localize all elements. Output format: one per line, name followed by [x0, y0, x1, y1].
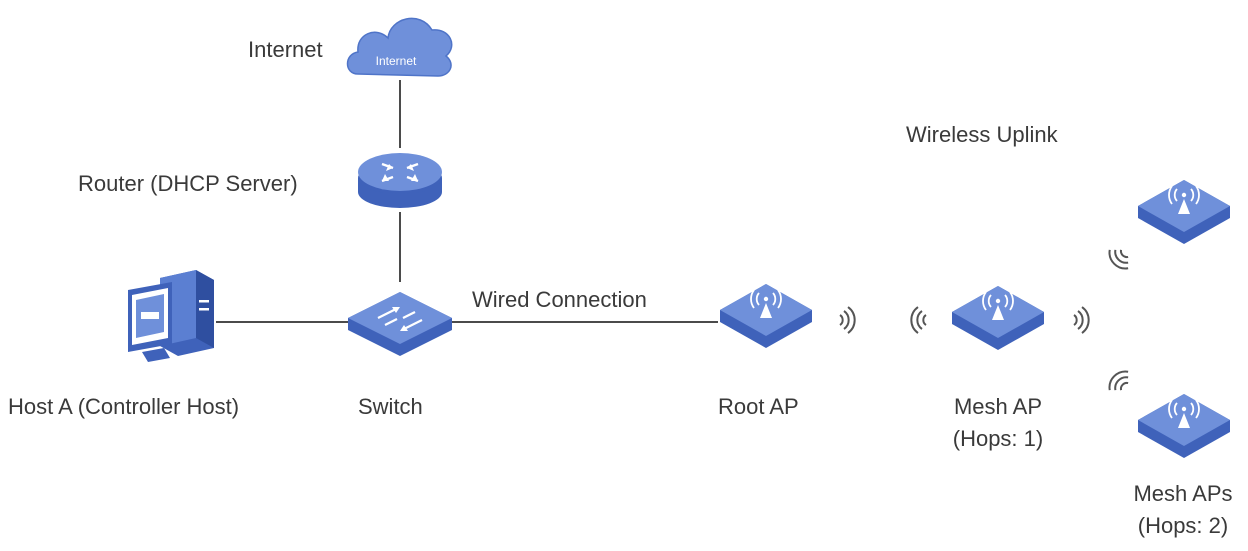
- root-ap-icon: [720, 284, 812, 348]
- mesh-ap-hop2-lower-icon: [1138, 394, 1230, 458]
- desktop-computer-icon: [128, 270, 214, 362]
- signal-lower-hop2-icon: [1108, 370, 1129, 391]
- mesh-aps-label-hops: (Hops: 2): [1137, 512, 1229, 538]
- mesh-ap-label: Mesh AP (Hops: 1): [936, 393, 1060, 452]
- signal-upper-hop2-icon: [1108, 249, 1129, 270]
- router-label: Router (DHCP Server): [78, 171, 298, 196]
- signal-meshap-out-icon: [1073, 306, 1090, 334]
- cloud-icon: Internet: [346, 17, 453, 77]
- mesh-aps-label-name: Mesh APs: [1133, 481, 1233, 506]
- root-ap-label: Root AP: [718, 394, 799, 419]
- wireless-uplink-label: Wireless Uplink: [906, 122, 1058, 147]
- signal-meshap-in-icon: [910, 306, 927, 334]
- wireless-signal-icons: [839, 249, 1129, 391]
- switch-icon: [348, 292, 452, 356]
- mesh-ap-icon: [952, 286, 1044, 350]
- mesh-ap-label-name: Mesh AP: [953, 394, 1043, 419]
- cloud-icon-text: Internet: [376, 54, 417, 68]
- signal-rootap-out-icon: [839, 306, 856, 334]
- mesh-ap-label-hops: (Hops: 1): [952, 425, 1044, 451]
- switch-label: Switch: [358, 394, 423, 419]
- wired-links: [216, 80, 718, 323]
- internet-label: Internet: [248, 37, 323, 62]
- wired-connection-label: Wired Connection: [472, 287, 647, 312]
- mesh-aps-label: Mesh APs (Hops: 2): [1118, 480, 1248, 539]
- mesh-ap-hop2-upper-icon: [1138, 180, 1230, 244]
- host-label: Host A (Controller Host): [8, 394, 240, 419]
- router-icon: [358, 153, 442, 208]
